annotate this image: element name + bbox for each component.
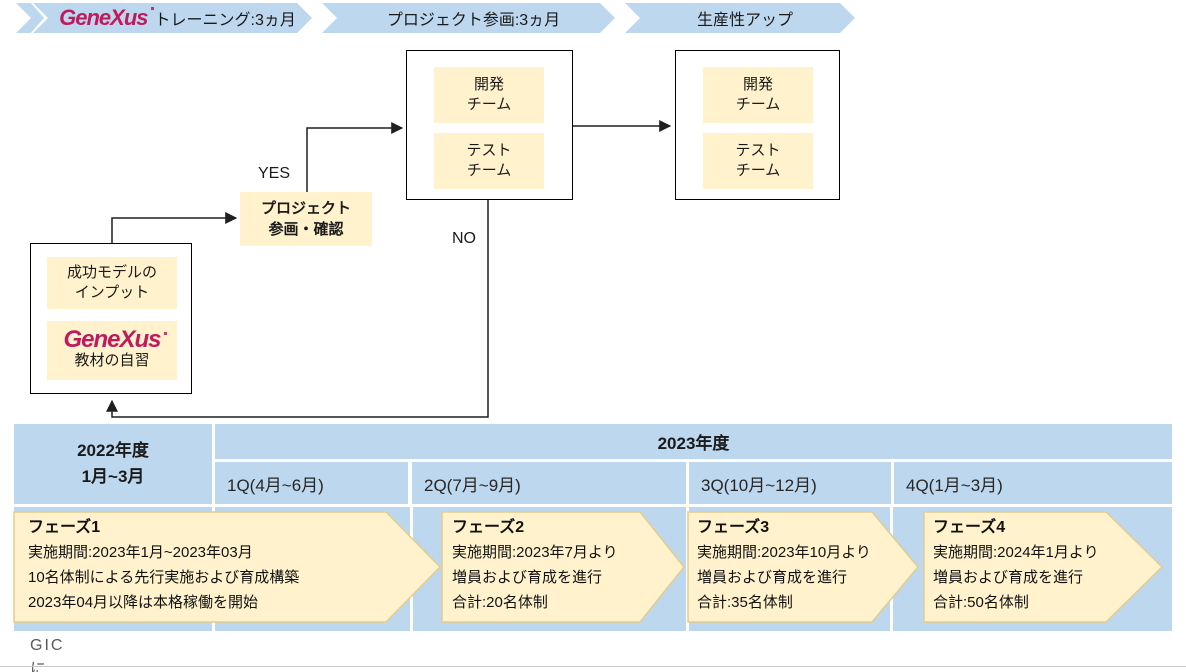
- success-model-box: 成功モデルの インプット: [47, 257, 177, 309]
- test-team-box: テスト チーム: [703, 133, 813, 189]
- phase4-line: 実施期間:2024年1月より: [933, 544, 1099, 561]
- banner-productivity: 生産性アップ: [625, 3, 855, 33]
- phase4-title: フェーズ4: [933, 519, 1006, 536]
- timeline-cell-q1: 1Q(4月~6月): [215, 462, 408, 504]
- arrow-yes-to-team1: [306, 122, 404, 192]
- timeline-cell-q2: 2Q(7月~9月): [412, 462, 686, 504]
- q2-label: 2Q(7月~9月): [424, 475, 521, 495]
- team-box-1: 開発 チーム テスト チーム: [406, 50, 573, 200]
- arrow-input-to-decision: [111, 212, 238, 243]
- phase4-text: フェーズ4 実施期間:2024年1月より 増員および育成を進行 合計:50名体制: [933, 515, 1143, 615]
- banner-project-join-label: プロジェクト参画:3ヵ月: [386, 12, 561, 29]
- phase4-line: 増員および育成を進行: [933, 569, 1084, 586]
- phase3-arrow-shape: [687, 511, 919, 623]
- test-team-box: テスト チーム: [434, 133, 544, 189]
- phase2-line: 増員および育成を進行: [452, 569, 603, 586]
- phase2-line: 合計:20名体制: [452, 594, 548, 611]
- dev-team-box: 開発 チーム: [703, 67, 813, 123]
- phase3-text: フェーズ3 実施期間:2023年10月より 増員および育成を進行 合計:35名体…: [697, 515, 897, 615]
- timeline-cell-fy2023: 2023年度: [215, 424, 1172, 459]
- q3-label: 3Q(10月~12月): [701, 475, 817, 495]
- phase1-title: フェーズ1: [28, 519, 101, 536]
- self-study-label: 教材の自習: [74, 352, 150, 369]
- genexus-logo: GeneXus: [63, 326, 167, 353]
- phase1-line: 実施期間:2023年1月~2023年03月: [28, 544, 253, 561]
- q1-label: 1Q(4月~6月): [227, 475, 324, 495]
- phase3-line: 実施期間:2023年10月より: [697, 544, 871, 561]
- yes-label: YES: [258, 165, 291, 182]
- no-label: NO: [452, 230, 476, 247]
- q4-label: 4Q(1月~3月): [906, 475, 1003, 495]
- phase3-line: 増員および育成を進行: [697, 569, 848, 586]
- banner-project-join: プロジェクト参画:3ヵ月: [322, 3, 615, 33]
- phase3-title: フェーズ3: [697, 519, 770, 536]
- phase3-line: 合計:35名体制: [697, 594, 793, 611]
- fy2023-year: 2023年度: [657, 434, 730, 453]
- phase2-text: フェーズ2 実施期間:2023年7月より 増員および育成を進行 合計:20名体制: [452, 515, 652, 615]
- timeline-cell-q3: 3Q(10月~12月): [689, 462, 891, 504]
- phase2-title: フェーズ2: [452, 519, 525, 536]
- timeline-cell-q4: 4Q(1月~3月): [894, 462, 1172, 504]
- phase1-arrow-shape: [13, 511, 442, 623]
- bottom-divider: [0, 666, 1186, 667]
- phase2-line: 実施期間:2023年7月より: [452, 544, 618, 561]
- phase2-arrow-shape: [441, 511, 685, 623]
- genexus-logo: GeneXus: [59, 5, 148, 30]
- timeline-cell-fy2022: 2022年度 1月~3月: [14, 424, 212, 504]
- fy2022-months: 1月~3月: [81, 467, 145, 486]
- banner-training: GeneXus トレーニング:3ヵ月: [33, 3, 312, 33]
- phase1-text: フェーズ1 実施期間:2023年1月~2023年03月 10名体制による先行実施…: [28, 515, 398, 615]
- banner-productivity-label: 生産性アップ: [696, 12, 793, 29]
- self-study-box: GeneXus 教材の自習: [47, 321, 177, 380]
- banner-training-label: トレーニング:3ヵ月: [154, 12, 296, 29]
- phase1-line: 2023年04月以降は本格稼働を開始: [28, 594, 259, 611]
- team-box-2: 開発 チーム テスト チーム: [675, 50, 840, 200]
- fy2022-year: 2022年度: [77, 441, 149, 460]
- dev-team-box: 開発 チーム: [434, 67, 544, 123]
- arrow-no-loop: [106, 200, 489, 418]
- input-box: 成功モデルの インプット GeneXus 教材の自習: [30, 243, 192, 394]
- phase1-line: 10名体制による先行実施および育成構築: [28, 569, 300, 586]
- decision-box: プロジェクト 参画・確認: [240, 192, 372, 246]
- phase4-arrow-shape: [923, 511, 1164, 623]
- phase4-line: 合計:50名体制: [933, 594, 1029, 611]
